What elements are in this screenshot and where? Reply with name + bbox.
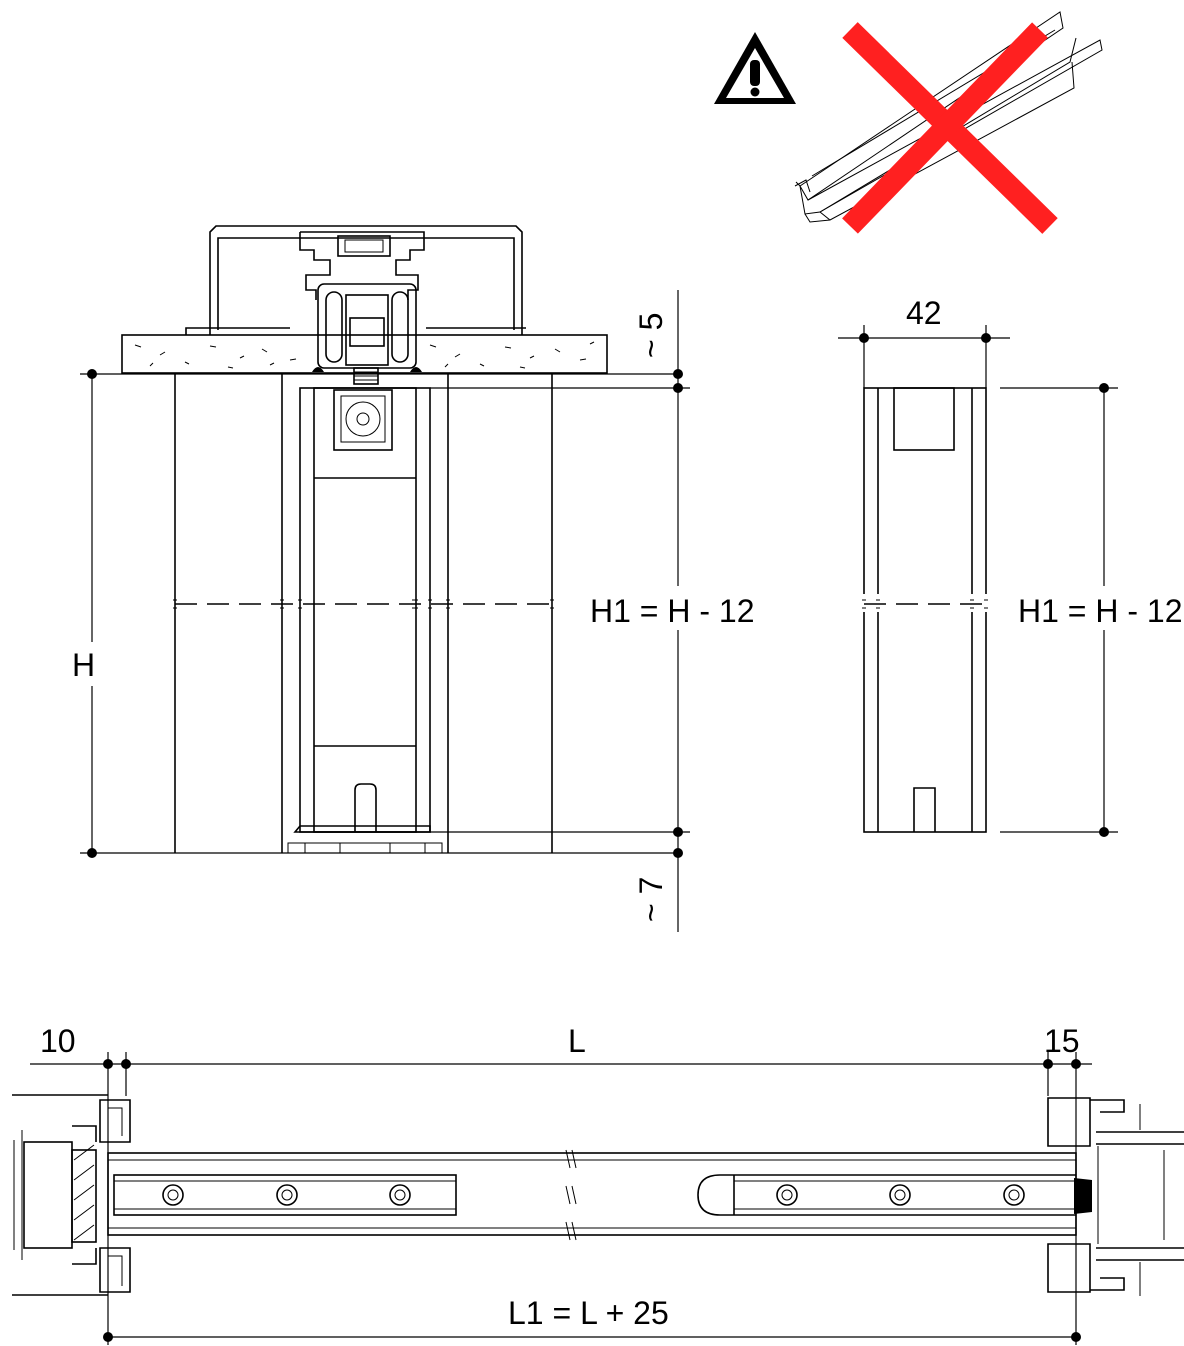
total-length-dimension: L1 = L + 25 [103,1295,1081,1342]
side-view [860,387,990,833]
prohibited-cross-icon [842,22,1058,234]
warning-triangle-icon [714,32,796,104]
side-panel-height-label: H1 = H - 12 [1018,593,1183,629]
length-dimension: 10 L 15 [30,1023,1092,1345]
total-length-label: L1 = L + 25 [508,1295,669,1331]
bottom-gap-label: ~ 7 [633,877,669,922]
ceiling-slab [121,334,608,374]
top-gap-label: ~ 5 [633,313,669,358]
slab-hatch [134,341,595,369]
side-height-dimension: H1 = H - 12 [1000,383,1183,837]
roller-holes [162,1184,1025,1206]
side-width-label: 42 [906,295,942,331]
left-gap-label: 10 [40,1023,76,1059]
section-view [121,225,608,854]
length-label: L [568,1023,586,1059]
right-gap-label: 15 [1044,1023,1080,1059]
panel-height-label: H1 = H - 12 [590,593,755,629]
plan-view [12,1094,1184,1296]
panel-height-dimension: H1 = H - 12 ~ 5 ~ 7 [430,290,755,932]
height-label: H [72,647,95,683]
height-dimension: H [72,369,680,858]
side-width-dimension: 42 [838,295,1010,388]
